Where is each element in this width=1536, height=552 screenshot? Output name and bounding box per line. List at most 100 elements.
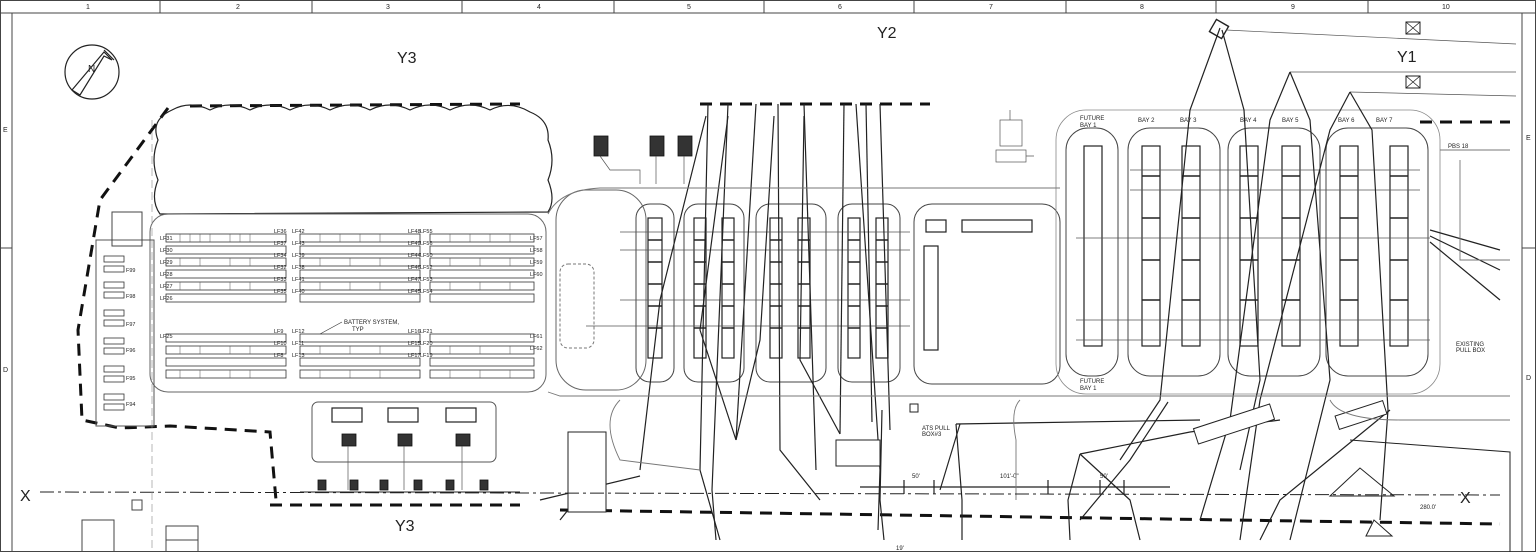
bay-5-label: BAY 5 [1282,118,1299,124]
f-label: F96 [126,348,135,354]
transformer-box [111,211,143,247]
lf-label: LF48 [408,229,421,235]
row-e-right: E [1526,135,1531,142]
col-5: 5 [687,4,691,11]
f-label: F98 [126,294,135,300]
lf-label: LF15 [408,341,421,347]
bottom-equipment-row [300,479,520,493]
lf-right-label: LF59 [530,260,543,266]
lf-label: LF54 [420,289,433,295]
pbs-label: PBS 18 [1448,144,1469,150]
lf-label: LF47 [408,277,421,283]
col-7: 7 [989,4,993,11]
lf-label: LF43 [292,241,305,247]
col-2: 2 [236,4,240,11]
y2-small-structure [995,110,1034,163]
zone-x-left: X [20,488,31,505]
lf-label: LF35 [274,289,287,295]
lf-label: LF55 [420,229,433,235]
lf-label: LF21 [420,329,433,335]
col-3: 3 [386,4,390,11]
lf-label: LF33 [274,277,287,283]
lf-label: LF36 [274,229,287,235]
top-transformers [593,135,693,184]
future-bay-bottom-2: BAY 1 [1080,386,1097,392]
future-bay-bottom: FUTURE [1080,379,1104,385]
cable-fanout-y1 [1079,27,1501,541]
col-6: 6 [838,4,842,11]
bay-2-label: BAY 2 [1138,118,1155,124]
col-8: 8 [1140,4,1144,11]
lf-label: LF39 [292,253,305,259]
zone-y3-bottom: Y3 [395,518,415,535]
lf-label: LF38 [292,265,305,271]
dim-280: 280.0' [1420,505,1436,511]
access-roads [547,149,1510,500]
lf-label: LF50 [420,253,433,259]
column-ticks [0,0,1536,249]
lf-label: LF46 [408,265,421,271]
row-d-left: D [3,367,8,374]
battery-system-note: BATTERY SYSTEM, [344,320,399,326]
col-9: 9 [1291,4,1295,11]
lf-label: LF16 [408,329,421,335]
lf-left-label: LF25 [160,334,173,340]
legend-fragment [81,499,199,552]
future-bay-top-2: BAY 1 [1080,123,1097,129]
bay-4-label: BAY 4 [1240,118,1257,124]
lf-label: LF19 [420,353,433,359]
lf-label: LF42 [292,229,305,235]
zone-y3-top: Y3 [397,50,417,67]
lf-label: LF20 [420,341,433,347]
dim-50a: 50' [912,474,920,480]
substation-bays-y2 [555,189,1061,391]
lf-label: LF49 [408,241,421,247]
lf-label: LF45 [408,289,421,295]
lf-left-label: LF28 [160,272,173,278]
north-arrow-label: N [88,64,95,75]
lf-left-label: LF27 [160,284,173,290]
lf-label: LF10 [274,341,287,347]
battery-system-note-typ: TYP [352,327,364,333]
battery-pad-outer [95,239,155,427]
bay-6-label: BAY 6 [1338,118,1355,124]
zone-x-right: X [1460,490,1471,507]
lf-label: LF52 [420,265,433,271]
cable-fanout-y2 [639,103,891,541]
lf-left-label: LF30 [160,248,173,254]
breaker-marks-y1 [1142,175,1408,301]
lf-label: LF32 [274,265,287,271]
north-arrow-icon [64,44,120,100]
dim-19: 19' [896,546,904,552]
pull-box-elements [567,399,1388,513]
row-d-right: D [1526,375,1531,382]
col-10: 10 [1442,4,1450,11]
battery-cell-ticks [179,234,511,378]
triangle-structure [1328,439,1511,552]
lf-right-label: LF58 [530,248,543,254]
breaker-stacks-y1 [1083,145,1409,347]
left-battery-units [103,255,125,411]
lf-left-label: LF29 [160,260,173,266]
col-4: 4 [537,4,541,11]
zone-y2: Y2 [877,25,897,42]
battery-containers [165,233,535,379]
ats-pull-label: ATS PULL [922,426,951,432]
existing-pull-box-label-2: PULL BOX [1456,348,1485,354]
lf-right-label: LF57 [530,236,543,242]
lf-label: LF12 [292,329,305,335]
row-e-left: E [3,127,8,134]
dim-50b: 50' [1100,474,1108,480]
lf-right-label: LF60 [530,272,543,278]
lf-label: LF9 [274,329,283,335]
lf-label: LF56 [420,241,433,247]
pcs-units [331,407,477,490]
lf-label: LF40 [292,289,305,295]
lf-right-label: LF61 [530,334,543,340]
lf-right-label: LF62 [530,346,543,352]
revision-cloud [153,104,553,215]
grey-pad [559,263,595,349]
f-label: F95 [126,376,135,382]
lf-label: LF11 [292,341,304,347]
